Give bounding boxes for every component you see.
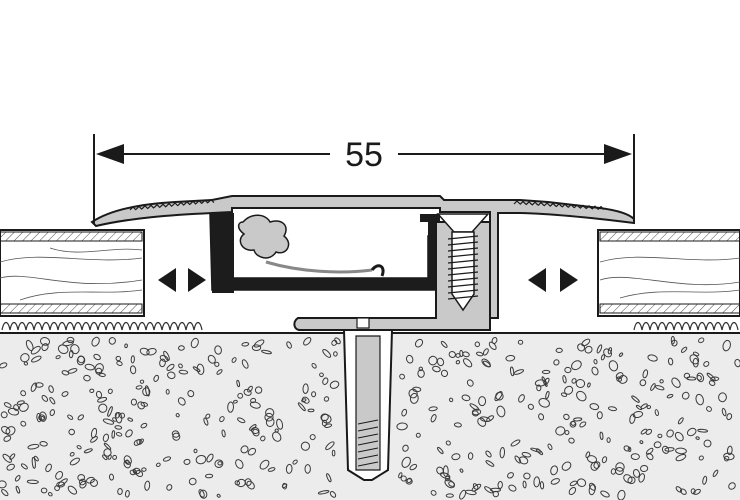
- dimension-label: 55: [345, 136, 383, 174]
- base-channel: [209, 213, 441, 293]
- dimension-line: 55: [93, 134, 635, 224]
- right-underlay: [633, 321, 739, 331]
- left-floor-panel: [0, 229, 145, 317]
- right-floor-panel: [597, 229, 740, 317]
- wall-plug: [342, 329, 394, 481]
- screw-icon: [436, 213, 490, 312]
- anchor-bracket: [293, 221, 491, 331]
- expansion-arrow-left-icon: [158, 268, 206, 292]
- expansion-arrow-right-icon: [528, 268, 578, 292]
- clip-insert: [237, 214, 385, 277]
- left-underlay: [1, 321, 203, 331]
- cover-profile: [90, 195, 635, 319]
